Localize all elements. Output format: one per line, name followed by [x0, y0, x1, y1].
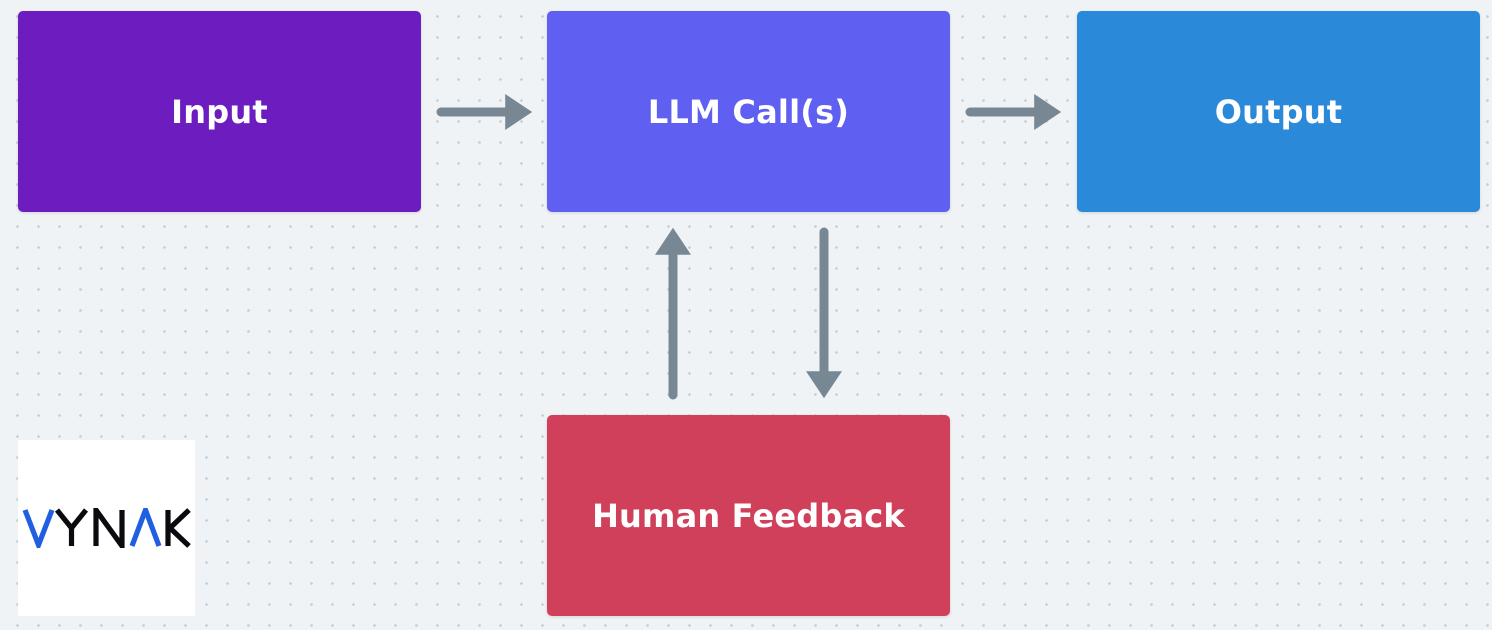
- vynak-logo-icon: [22, 508, 191, 548]
- llm-calls-node: LLM Call(s): [547, 11, 950, 212]
- human-feedback-node-label: Human Feedback: [592, 496, 905, 535]
- input-node: Input: [18, 11, 421, 212]
- output-node: Output: [1077, 11, 1480, 212]
- output-node-label: Output: [1214, 92, 1343, 131]
- human-feedback-node: Human Feedback: [547, 415, 950, 616]
- vynak-logo: [18, 440, 195, 616]
- llm-calls-node-label: LLM Call(s): [647, 92, 850, 131]
- input-node-label: Input: [171, 92, 268, 131]
